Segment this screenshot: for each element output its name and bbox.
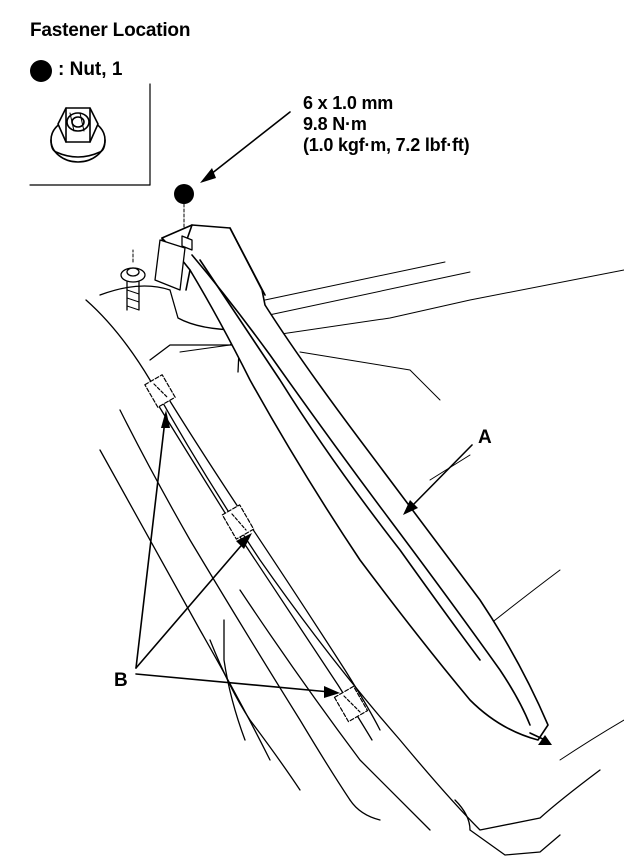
spec-torque-alt: (1.0 kgf·m, 7.2 lbf·ft) [303, 135, 470, 155]
callout-b-leaders [135, 410, 340, 698]
callout-label-b: B [114, 670, 128, 691]
clip-b-upper [144, 374, 176, 408]
clip-b-middle [221, 504, 255, 540]
stud-bolt-icon [120, 249, 146, 311]
spec-leader-arrow [200, 111, 291, 183]
spec-torque-nm: 9.8 N·m [303, 114, 367, 134]
clip-b-lower [333, 685, 369, 723]
legend-frame [29, 83, 151, 186]
legend-label: : Nut, 1 [58, 59, 123, 80]
callout-label-a: A [478, 427, 492, 448]
nut-marker-icon [174, 184, 194, 204]
page-title: Fastener Location [30, 20, 191, 41]
flange-nut-icon [50, 107, 106, 163]
body-panel [85, 285, 601, 856]
spec-size: 6 x 1.0 mm [303, 93, 394, 113]
trim-end-arrow [529, 732, 552, 745]
callout-a-leader [403, 444, 473, 515]
upper-bracket [154, 235, 193, 291]
legend-nut-icon [30, 60, 52, 82]
